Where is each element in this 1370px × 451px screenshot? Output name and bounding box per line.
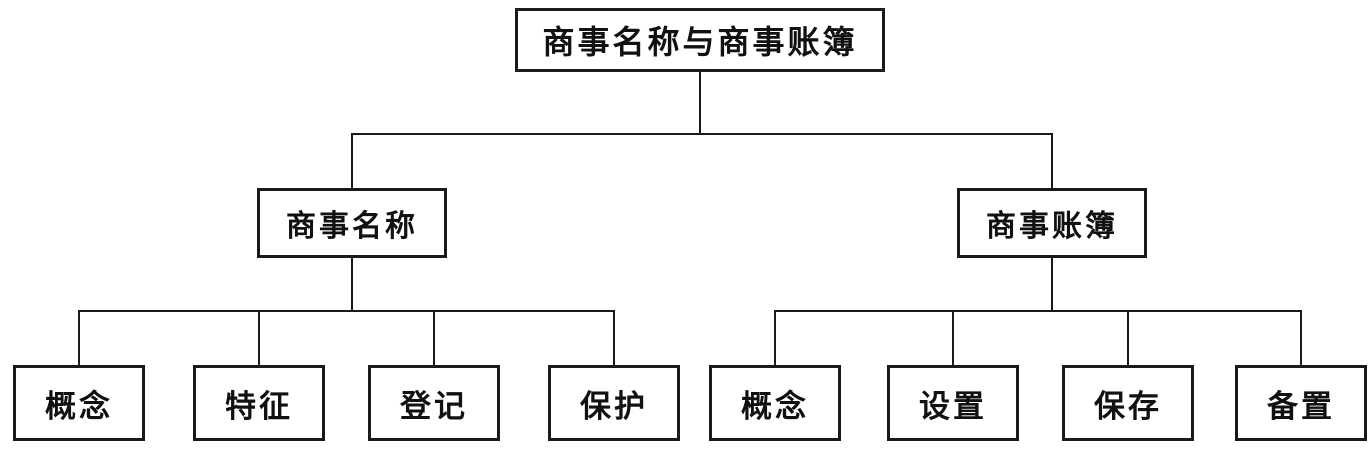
leaf-node-books-keeping: 备置 [1235, 365, 1367, 441]
leaf-node-books-setup: 设置 [887, 365, 1019, 441]
leaf-node-books-concept: 概念 [709, 365, 841, 441]
leaf-node-name-concept: 概念 [13, 365, 145, 441]
leaf-node-name-registration: 登记 [368, 365, 500, 441]
leaf-node-name-characteristics: 特征 [193, 365, 325, 441]
leaf-node-name-protection: 保护 [548, 365, 680, 441]
root-node: 商事名称与商事账簿 [515, 8, 885, 72]
branch-node-commercial-books: 商事账簿 [957, 188, 1147, 258]
leaf-node-books-preservation: 保存 [1062, 365, 1194, 441]
branch-node-commercial-name: 商事名称 [257, 188, 447, 258]
